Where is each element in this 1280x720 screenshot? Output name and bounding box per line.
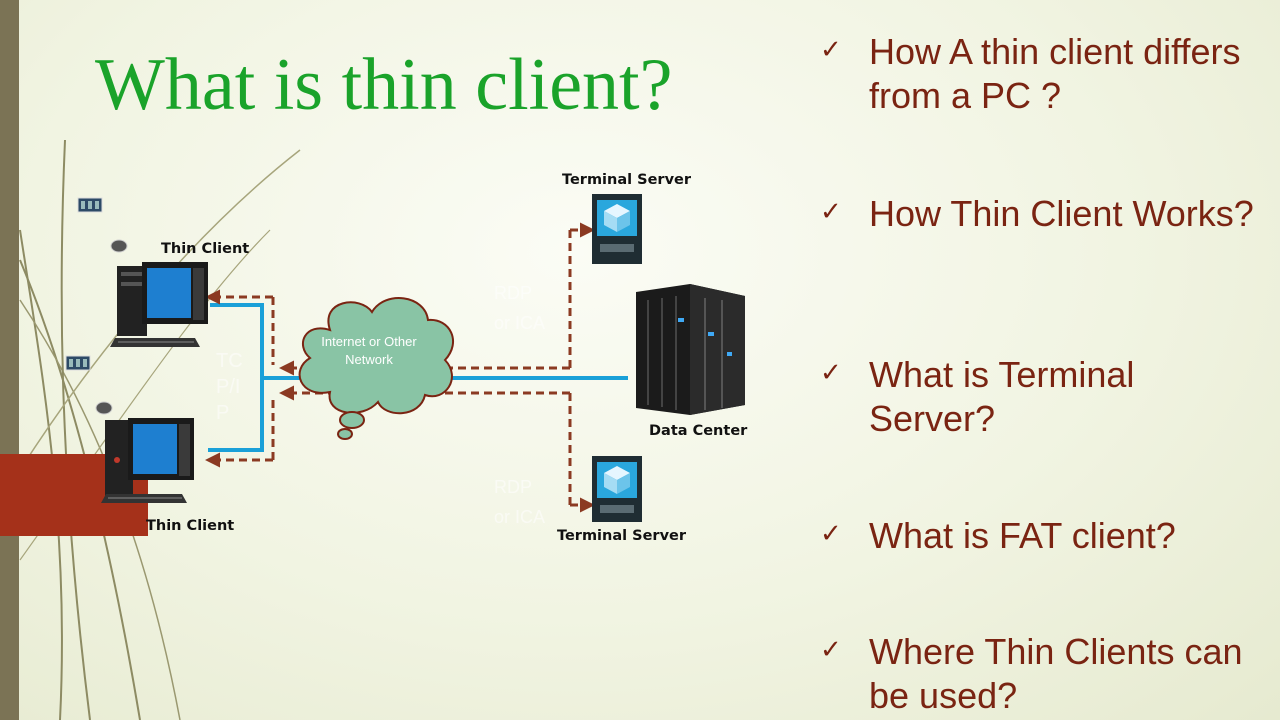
thin-client-top-label: Thin Client [161, 241, 250, 257]
rdp-top-label: RDP or ICA [494, 283, 546, 333]
thin-client-bottom-label: Thin Client [146, 518, 235, 534]
rdp-bottom-label: RDP or ICA [494, 477, 546, 527]
check-icon: ✓ [820, 518, 842, 548]
topic-text: What is FAT client? [869, 515, 1176, 556]
data-center-icon [636, 284, 745, 415]
topic-text: How A thin client differs from a PC ? [869, 31, 1241, 116]
check-icon: ✓ [820, 196, 842, 226]
network-diagram [65, 194, 745, 522]
terminal-server-top-label: Terminal Server [562, 172, 692, 188]
thin-client-top-icon [110, 262, 208, 347]
check-icon: ✓ [820, 634, 842, 664]
check-icon: ✓ [820, 357, 842, 387]
left-accent-bar [0, 0, 19, 720]
topic-text: How Thin Client Works? [869, 193, 1254, 234]
terminal-server-top-icon [592, 194, 642, 264]
check-icon: ✓ [820, 34, 842, 64]
tcpip-label: TC P/I P [216, 350, 243, 424]
cloud-label: Internet or Other Network [321, 334, 417, 367]
hard-drive-icon [95, 401, 113, 415]
hard-drive-icon [110, 239, 128, 253]
memory-module-icon [65, 355, 91, 371]
memory-module-icon [77, 197, 103, 213]
terminal-server-bottom-icon [592, 456, 642, 522]
slide-title: What is thin client? [95, 44, 673, 126]
thin-client-bottom-icon [101, 418, 194, 503]
terminal-server-bottom-label: Terminal Server [557, 528, 687, 544]
data-center-label: Data Center [649, 423, 748, 439]
network-cloud-icon [298, 297, 455, 440]
topic-text: What is Terminal Server? [869, 354, 1135, 439]
topic-text: Where Thin Clients can be used? [869, 631, 1243, 716]
